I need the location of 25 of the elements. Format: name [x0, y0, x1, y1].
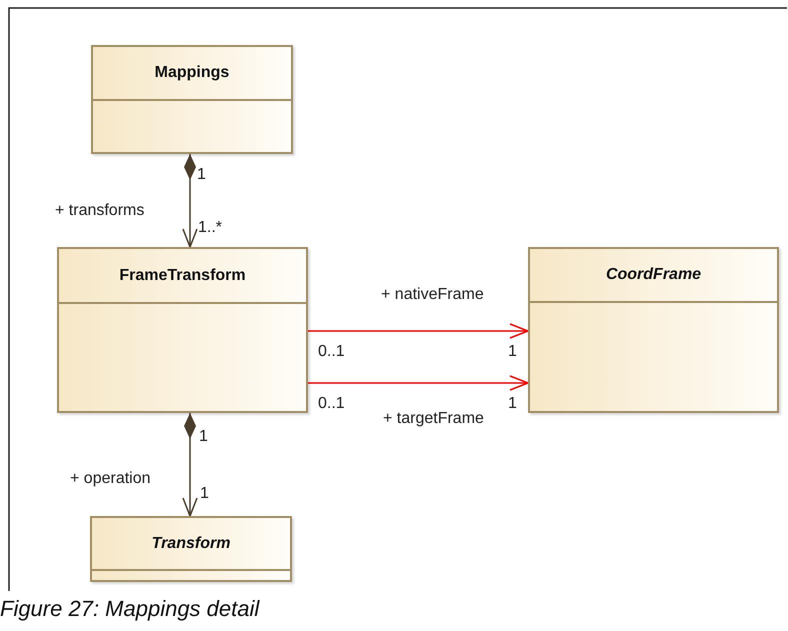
multiplicity-label: 1: [200, 485, 209, 503]
class-box: [528, 247, 779, 413]
multiplicity-label: 1: [197, 166, 206, 184]
multiplicity-label: 1: [508, 395, 517, 413]
class-box: [90, 516, 292, 582]
multiplicity-label: 1: [199, 428, 208, 446]
figure-caption: Figure 27: Mappings detail: [0, 596, 260, 622]
multiplicity-label: 1..*: [198, 219, 222, 237]
multiplicity-label: 0..1: [318, 395, 345, 413]
multiplicity-label: 1: [508, 343, 517, 361]
association-arrow: [308, 323, 529, 339]
role-label: + nativeFrame: [381, 286, 484, 304]
class-name: CoordFrame: [606, 266, 702, 284]
role-label: + targetFrame: [383, 410, 484, 428]
composition-arrow: [182, 154, 198, 248]
multiplicity-label: 0..1: [318, 343, 345, 361]
class-name: Transform: [152, 534, 230, 552]
association-arrow: [308, 375, 529, 391]
class-box: [91, 45, 293, 154]
role-label: + transforms: [55, 202, 144, 220]
role-label: + operation: [70, 470, 151, 488]
class-name: FrameTransform: [119, 266, 246, 284]
composition-arrow: [182, 413, 198, 517]
class-box: [57, 247, 308, 413]
class-name: Mappings: [154, 64, 230, 82]
